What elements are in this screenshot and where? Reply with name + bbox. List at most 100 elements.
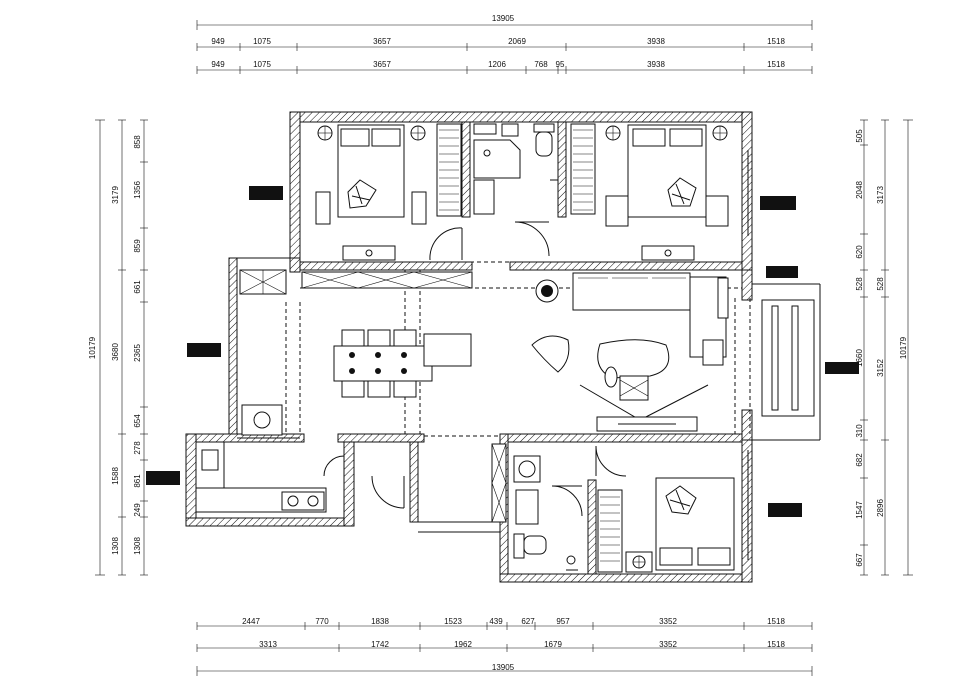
dim-bot-r1-3: 1523 bbox=[444, 617, 462, 626]
dim-left-inner-5: 654 bbox=[133, 414, 142, 428]
wardrobe bbox=[570, 123, 596, 215]
dim-top-r2-7: 1518 bbox=[767, 60, 785, 69]
sideboard bbox=[423, 333, 472, 367]
dim-top-r1-4: 3938 bbox=[647, 37, 665, 46]
dim-left-mid-1: 3680 bbox=[111, 343, 120, 361]
pillow bbox=[632, 128, 666, 147]
dim-right-mid-2: 3152 bbox=[876, 359, 885, 377]
dim-left-inner-4: 2365 bbox=[133, 344, 142, 362]
dim-bot-r2-5: 1518 bbox=[767, 640, 785, 649]
dim-top-total: 13905 bbox=[492, 14, 515, 23]
dim-left-mid-2: 1588 bbox=[111, 467, 120, 485]
east-balcony bbox=[761, 299, 859, 417]
pillow bbox=[659, 547, 693, 566]
entry-cabinet bbox=[491, 443, 507, 523]
chair bbox=[393, 329, 417, 347]
toilet-tank bbox=[533, 123, 555, 133]
toilet-icon bbox=[523, 535, 547, 555]
place-setting-icons bbox=[349, 352, 407, 374]
dim-right-inner-7: 1547 bbox=[855, 501, 864, 519]
bottom-dimensions: 2447 770 1838 1523 439 627 957 3352 1518… bbox=[196, 617, 813, 676]
pillow bbox=[697, 547, 731, 566]
dim-left-inner-3: 661 bbox=[133, 280, 142, 294]
room-label-tag bbox=[187, 343, 221, 357]
dim-bottom-total: 13905 bbox=[492, 663, 515, 672]
stove-icon bbox=[281, 491, 325, 511]
dim-bot-r1-6: 957 bbox=[556, 617, 570, 626]
dim-bot-r2-4: 3352 bbox=[659, 640, 677, 649]
shoe-cabinet bbox=[301, 271, 473, 289]
dining-area bbox=[333, 329, 472, 398]
washer-icon bbox=[518, 460, 536, 478]
dim-left-outer: 10179 bbox=[88, 336, 97, 359]
drain-icon bbox=[566, 555, 576, 565]
room-label-tag bbox=[249, 186, 283, 200]
right-dimensions: 505 2048 620 528 1660 310 682 1547 667 3… bbox=[855, 119, 913, 576]
dim-top-row2-ticks bbox=[196, 66, 813, 74]
drain-icon bbox=[483, 149, 491, 157]
toilet-icon bbox=[535, 131, 553, 157]
wardrobe-lines bbox=[439, 129, 459, 211]
dim-right-inner-5: 310 bbox=[855, 424, 864, 438]
dim-right-mid-ticks bbox=[881, 119, 889, 576]
room-label-tag bbox=[766, 266, 798, 278]
dim-right-outer: 10179 bbox=[899, 336, 908, 359]
chair bbox=[367, 329, 391, 347]
dim-top-r2-6: 3938 bbox=[647, 60, 665, 69]
dim-right-inner-1: 2048 bbox=[855, 181, 864, 199]
wardrobe-lines bbox=[600, 496, 620, 562]
dim-left-inner-2: 859 bbox=[133, 239, 142, 253]
dining-table bbox=[333, 345, 433, 382]
pillow-icon bbox=[665, 485, 697, 515]
pillow bbox=[371, 128, 401, 147]
dim-left-mid-0: 3179 bbox=[111, 186, 120, 204]
shower-area bbox=[473, 139, 521, 179]
dim-left-inner-8: 249 bbox=[133, 503, 142, 517]
bedroom-2 bbox=[570, 123, 796, 261]
pillow bbox=[669, 128, 703, 147]
dim-top-r2-2: 3657 bbox=[373, 60, 391, 69]
dim-right-inner-6: 682 bbox=[855, 453, 864, 467]
pillow-icon bbox=[667, 177, 697, 207]
dim-right-mid-3: 2896 bbox=[876, 499, 885, 517]
dim-left-inner-0: 858 bbox=[133, 135, 142, 149]
dim-left-mid-ticks bbox=[118, 119, 126, 576]
armchair bbox=[531, 335, 570, 373]
sink-icon bbox=[201, 449, 219, 471]
washer-icon bbox=[253, 411, 271, 429]
dim-top-r1-1: 1075 bbox=[253, 37, 271, 46]
sink-cabinet bbox=[473, 179, 495, 215]
wardrobe-lines bbox=[573, 129, 593, 211]
dim-left-inner-ticks bbox=[140, 119, 148, 576]
dim-bot-r1-5: 627 bbox=[521, 617, 535, 626]
dim-left-inner-1: 1356 bbox=[133, 181, 142, 199]
dim-top-r1-3: 2069 bbox=[508, 37, 526, 46]
room-label-tag bbox=[825, 362, 859, 374]
dim-bot-r2-2: 1962 bbox=[454, 640, 472, 649]
sofa bbox=[572, 272, 691, 311]
outline-lines bbox=[237, 257, 821, 533]
room-label-tag bbox=[146, 471, 180, 485]
dim-bot-r2-1: 1742 bbox=[371, 640, 389, 649]
dim-right-inner-2: 620 bbox=[855, 245, 864, 259]
dim-left-inner-6: 278 bbox=[133, 441, 142, 455]
dim-right-inner-ticks bbox=[860, 119, 868, 576]
dim-left-inner-9: 1308 bbox=[133, 537, 142, 555]
chair bbox=[393, 380, 417, 398]
dim-top-r2-1: 1075 bbox=[253, 60, 271, 69]
dim-top-r2-4: 768 bbox=[534, 60, 548, 69]
dim-left-inner-7: 861 bbox=[133, 474, 142, 488]
chair bbox=[367, 380, 391, 398]
door-swing bbox=[514, 221, 550, 257]
room-label-tag bbox=[760, 196, 796, 210]
dim-right-inner-4: 1660 bbox=[855, 349, 864, 367]
dim-bottom-row1-ticks bbox=[196, 622, 813, 630]
dim-top-row1-ticks bbox=[196, 43, 813, 51]
pillow-icon bbox=[347, 179, 377, 209]
dim-top-r2-5: 95 bbox=[556, 60, 565, 69]
dim-bot-r1-7: 3352 bbox=[659, 617, 677, 626]
dim-right-inner-8: 667 bbox=[855, 553, 864, 567]
living-room bbox=[531, 266, 798, 432]
bathroom-2 bbox=[513, 455, 583, 571]
